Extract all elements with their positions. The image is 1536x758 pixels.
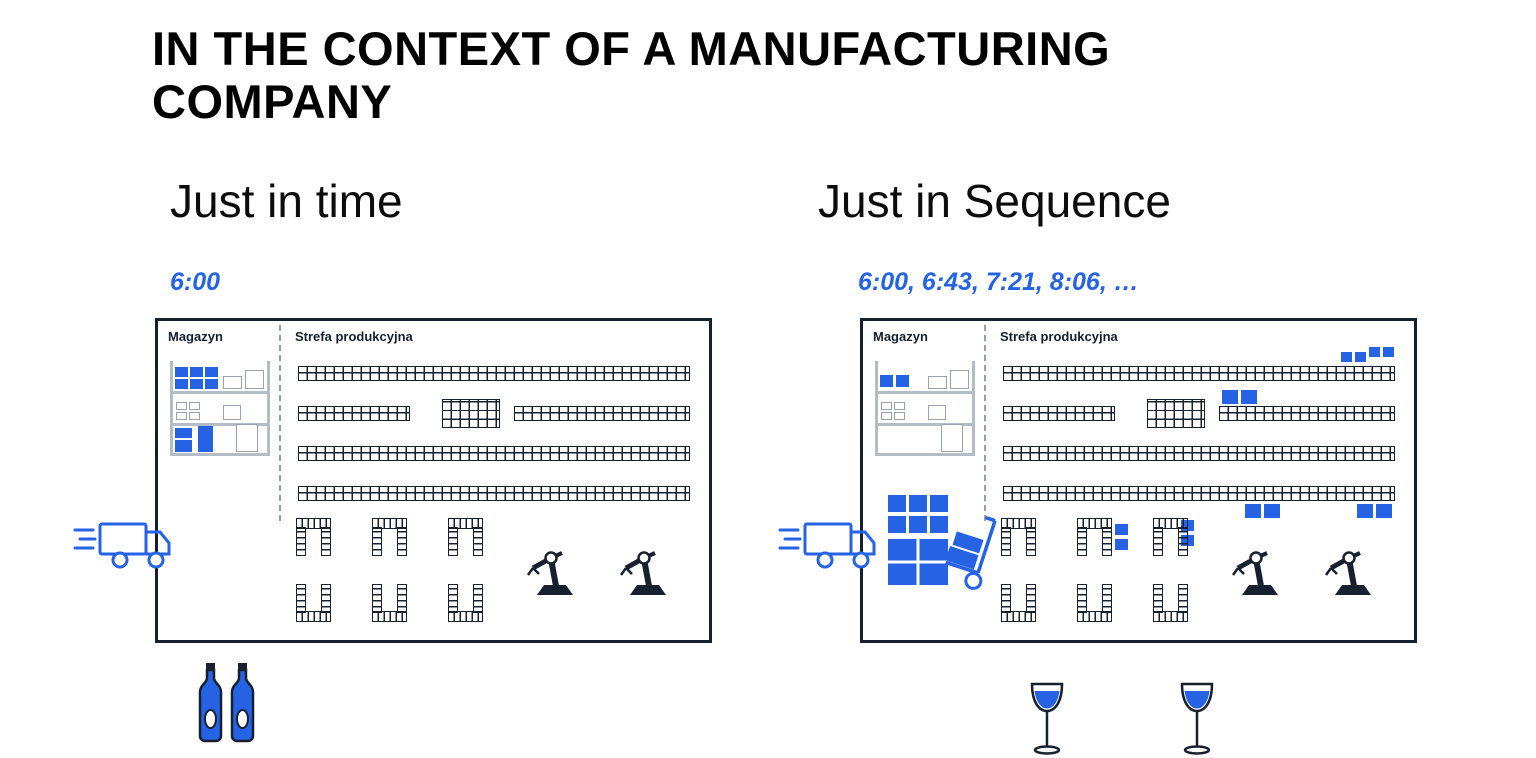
shelf-upright — [972, 361, 975, 456]
rack-row — [298, 446, 690, 461]
blue-crate — [198, 426, 213, 452]
shelf-board — [170, 423, 270, 426]
robot-arm-icon — [1324, 551, 1371, 595]
sequenced-parts — [1357, 504, 1392, 518]
box — [894, 412, 905, 420]
floor-rack — [448, 518, 483, 556]
robot-arm-icon — [526, 551, 573, 595]
rack-row — [1219, 406, 1395, 421]
cabinet — [236, 424, 258, 452]
floor-rack — [372, 518, 407, 556]
shelf-upright — [170, 361, 173, 456]
sequenced-parts — [1245, 504, 1280, 518]
box — [189, 412, 200, 420]
floor-rack — [296, 584, 331, 622]
sequenced-parts — [1115, 524, 1128, 550]
jis-heading: Just in Sequence — [818, 175, 1171, 227]
box — [894, 402, 905, 410]
jit-warehouse-label: Magazyn — [168, 329, 223, 344]
box — [881, 402, 892, 410]
jit-delivery-times: 6:00 — [170, 268, 221, 296]
shelf-board — [170, 453, 270, 456]
box — [189, 402, 200, 410]
wine-glass-icon — [1030, 682, 1064, 755]
cabinet — [941, 424, 963, 452]
jit-factory-panel: Magazyn Strefa produkcyjna — [155, 318, 712, 643]
blue-box — [175, 428, 192, 438]
rack-row — [298, 406, 410, 421]
shelf-board — [875, 453, 975, 456]
box — [223, 376, 242, 389]
bottles-icon — [198, 663, 255, 743]
box — [176, 402, 187, 410]
box — [881, 412, 892, 420]
floor-rack — [1153, 518, 1188, 556]
rack-row — [1003, 446, 1395, 461]
shelf-upright — [267, 361, 270, 456]
zone-divider — [984, 325, 986, 521]
floor-rack — [296, 518, 331, 556]
floor-rack — [1077, 584, 1112, 622]
box — [928, 405, 946, 420]
box — [950, 370, 969, 389]
floor-rack — [372, 584, 407, 622]
rack-row — [1003, 366, 1395, 381]
hand-truck-icon — [945, 515, 997, 590]
robot-arm-icon — [619, 551, 666, 595]
rack-row — [298, 366, 690, 381]
blue-box — [880, 375, 893, 387]
blue-box — [896, 375, 909, 387]
jit-heading: Just in time — [170, 175, 403, 227]
box — [223, 405, 241, 420]
floor-rack — [1153, 584, 1188, 622]
box — [245, 370, 264, 389]
jit-production-label: Strefa produkcyjna — [295, 329, 413, 344]
grid-rack-block — [1147, 399, 1205, 428]
jis-production-label: Strefa produkcyjna — [1000, 329, 1118, 344]
jis-delivery-times: 6:00, 6:43, 7:21, 8:06, … — [858, 268, 1139, 296]
rack-row — [1003, 486, 1395, 501]
blue-box — [175, 440, 192, 452]
floor-rack — [1001, 518, 1036, 556]
grid-rack-block — [442, 399, 500, 428]
shelf-board — [170, 391, 270, 394]
floor-rack — [1077, 518, 1112, 556]
floor-rack — [448, 584, 483, 622]
box — [176, 412, 187, 420]
jis-warehouse-label: Magazyn — [873, 329, 928, 344]
rack-row — [298, 486, 690, 501]
warehouse-shelf — [170, 361, 270, 456]
box — [928, 376, 947, 389]
shelf-upright — [875, 361, 878, 456]
sequenced-parts — [1222, 390, 1257, 404]
wine-glass-icon — [1180, 682, 1214, 755]
blue-box-stack — [888, 539, 948, 585]
rack-row — [514, 406, 690, 421]
floor-rack — [1001, 584, 1036, 622]
delivery-truck-icon — [73, 522, 171, 569]
zone-divider — [279, 325, 281, 521]
slide-title: IN THE CONTEXT OF A MANUFACTURING COMPAN… — [152, 22, 1111, 129]
delivery-truck-icon — [778, 522, 876, 569]
blue-box-stack — [888, 495, 948, 533]
rack-row — [1003, 406, 1115, 421]
sequenced-parts — [1369, 347, 1394, 357]
shelf-board — [875, 391, 975, 394]
robot-arm-icon — [1231, 551, 1278, 595]
warehouse-shelf — [875, 361, 975, 456]
jis-factory-panel: Magazyn Strefa produkcyjna — [860, 318, 1417, 643]
sequenced-parts — [1341, 352, 1366, 362]
shelf-board — [875, 423, 975, 426]
blue-box-grid — [175, 367, 219, 389]
